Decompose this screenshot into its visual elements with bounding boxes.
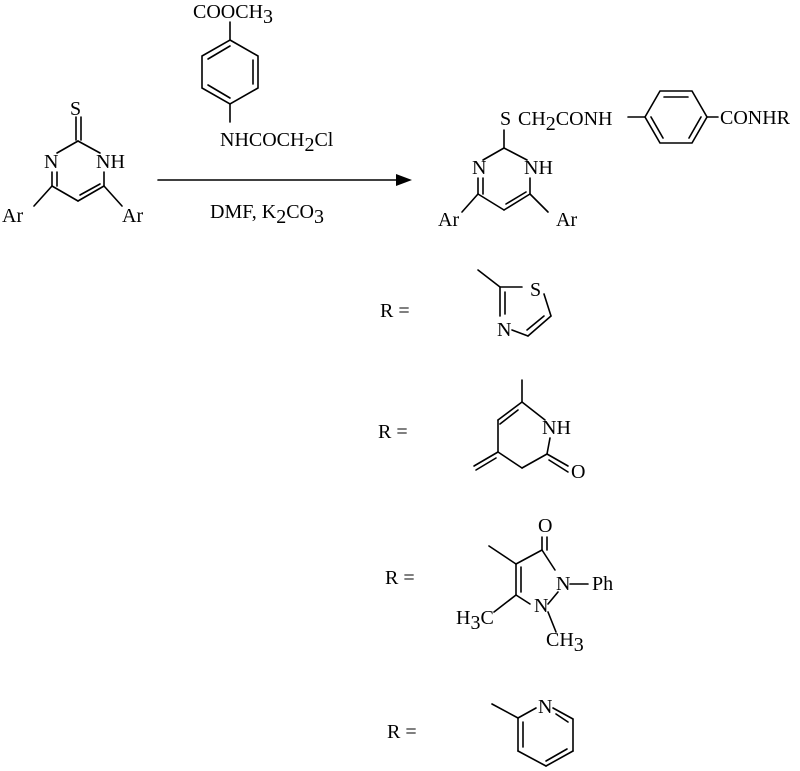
benzene-double-bond bbox=[688, 116, 702, 139]
aryl-bond bbox=[33, 185, 53, 207]
substituent-thiazolyl: R = S N bbox=[380, 269, 552, 341]
methyl-bond bbox=[491, 703, 519, 719]
ring-bond bbox=[503, 193, 531, 211]
thiazole-n-label: N bbox=[497, 319, 511, 341]
aryl-right-label: Ar bbox=[556, 209, 577, 231]
ring-bond bbox=[515, 549, 543, 565]
ring-bond bbox=[497, 401, 523, 421]
benzene-double-bond bbox=[650, 116, 664, 139]
benzene-double-bond bbox=[207, 45, 231, 60]
pyridinone-o-label: O bbox=[571, 461, 585, 483]
pyrazolone-n2-label: N bbox=[556, 573, 570, 595]
ester-group-label: COOCH3 bbox=[193, 1, 273, 28]
pyrazolone-o-label: O bbox=[538, 515, 552, 537]
ring-double-bond bbox=[499, 409, 519, 425]
ring-bond bbox=[503, 147, 528, 161]
ring-bond bbox=[521, 453, 548, 469]
ring-double-bond bbox=[79, 183, 101, 196]
n-methyl-bond bbox=[547, 611, 557, 633]
arrow-head bbox=[396, 174, 412, 186]
ring-bond bbox=[497, 451, 523, 469]
ring-nh-label: NH bbox=[524, 157, 553, 179]
benzene-double-bond bbox=[207, 84, 231, 99]
aryl-right-label: Ar bbox=[122, 205, 143, 227]
c-methyl-label: H3C bbox=[456, 607, 494, 634]
ring-bond bbox=[545, 750, 574, 767]
ring-double-bond bbox=[555, 713, 569, 723]
r-equals-label: R = bbox=[380, 300, 410, 322]
amide-group-label: NHCOCH2Cl bbox=[220, 129, 334, 156]
exo-methylene-double-bond bbox=[475, 457, 497, 471]
ring-n-label: N bbox=[44, 151, 58, 173]
ring-bond bbox=[546, 437, 551, 455]
aryl-bond bbox=[103, 185, 123, 207]
ring-double-bond bbox=[545, 748, 568, 762]
phenyl-label: Ph bbox=[592, 573, 613, 595]
ring-bond bbox=[477, 193, 505, 211]
reactant-pyrimidinethione: S N NH Ar Ar bbox=[2, 98, 143, 227]
aryl-bond bbox=[461, 193, 479, 213]
c-methyl-bond bbox=[493, 594, 517, 613]
thione-sulfur-label: S bbox=[70, 98, 81, 120]
r-equals-label: R = bbox=[378, 421, 408, 443]
ring-bond bbox=[515, 594, 531, 605]
thiazole-bond bbox=[527, 315, 552, 337]
n-n-bond bbox=[547, 591, 559, 605]
ring-bond bbox=[517, 750, 547, 767]
ring-bond bbox=[521, 401, 546, 421]
ring-bond bbox=[56, 140, 79, 154]
reagent-chloroacetamide: COOCH3 NHCOCH2Cl bbox=[193, 1, 334, 156]
ring-bond bbox=[77, 140, 101, 154]
benzene-ring bbox=[644, 90, 708, 144]
aryl-left-label: Ar bbox=[2, 205, 23, 227]
pyridinone-nh-label: NH bbox=[542, 417, 571, 439]
thiazole-bond bbox=[543, 293, 552, 317]
thiazole-double-bond bbox=[526, 315, 545, 331]
benzene-ring bbox=[201, 39, 259, 105]
r-equals-label: R = bbox=[385, 567, 415, 589]
ring-n-label: N bbox=[472, 157, 486, 179]
substituent-pyridinone: R = NH O bbox=[378, 379, 585, 483]
thiazole-s-label: S bbox=[530, 279, 541, 301]
substituent-pyridyl: R = N bbox=[387, 696, 574, 767]
terminal-group-label: CONHR bbox=[720, 107, 791, 129]
linker-sulfur-label: S bbox=[500, 108, 511, 130]
pyrazolone-n1-label: N bbox=[534, 595, 548, 617]
ring-nh-label: NH bbox=[96, 151, 125, 173]
methyl-bond bbox=[488, 545, 517, 565]
product-molecule: S CH2CONH N NH Ar Ar CONHR bbox=[438, 90, 791, 231]
methyl-bond bbox=[477, 269, 501, 288]
ring-bond bbox=[51, 185, 79, 202]
ring-bond bbox=[482, 147, 505, 161]
chain-label: CH2CONH bbox=[518, 108, 612, 135]
carbonyl-double-bond bbox=[548, 459, 569, 473]
n-methyl-label: CH3 bbox=[546, 629, 584, 656]
ring-bond bbox=[552, 707, 574, 720]
thiazole-bond bbox=[511, 329, 529, 337]
substituent-antipyrinyl: R = O N Ph N H3C CH3 bbox=[385, 515, 613, 656]
r-equals-label: R = bbox=[387, 721, 417, 743]
ring-bond bbox=[77, 185, 105, 202]
aryl-left-label: Ar bbox=[438, 209, 459, 231]
exo-methylene-bond bbox=[473, 451, 499, 467]
conditions-label: DMF, K2CO3 bbox=[210, 201, 324, 228]
ring-bond bbox=[541, 549, 556, 571]
carbonyl-bond bbox=[546, 453, 569, 467]
aryl-bond bbox=[529, 193, 549, 213]
reaction-arrow bbox=[157, 174, 412, 186]
ring-double-bond bbox=[505, 191, 527, 205]
pyridine-n-label: N bbox=[538, 696, 552, 718]
ring-bond bbox=[517, 707, 537, 719]
